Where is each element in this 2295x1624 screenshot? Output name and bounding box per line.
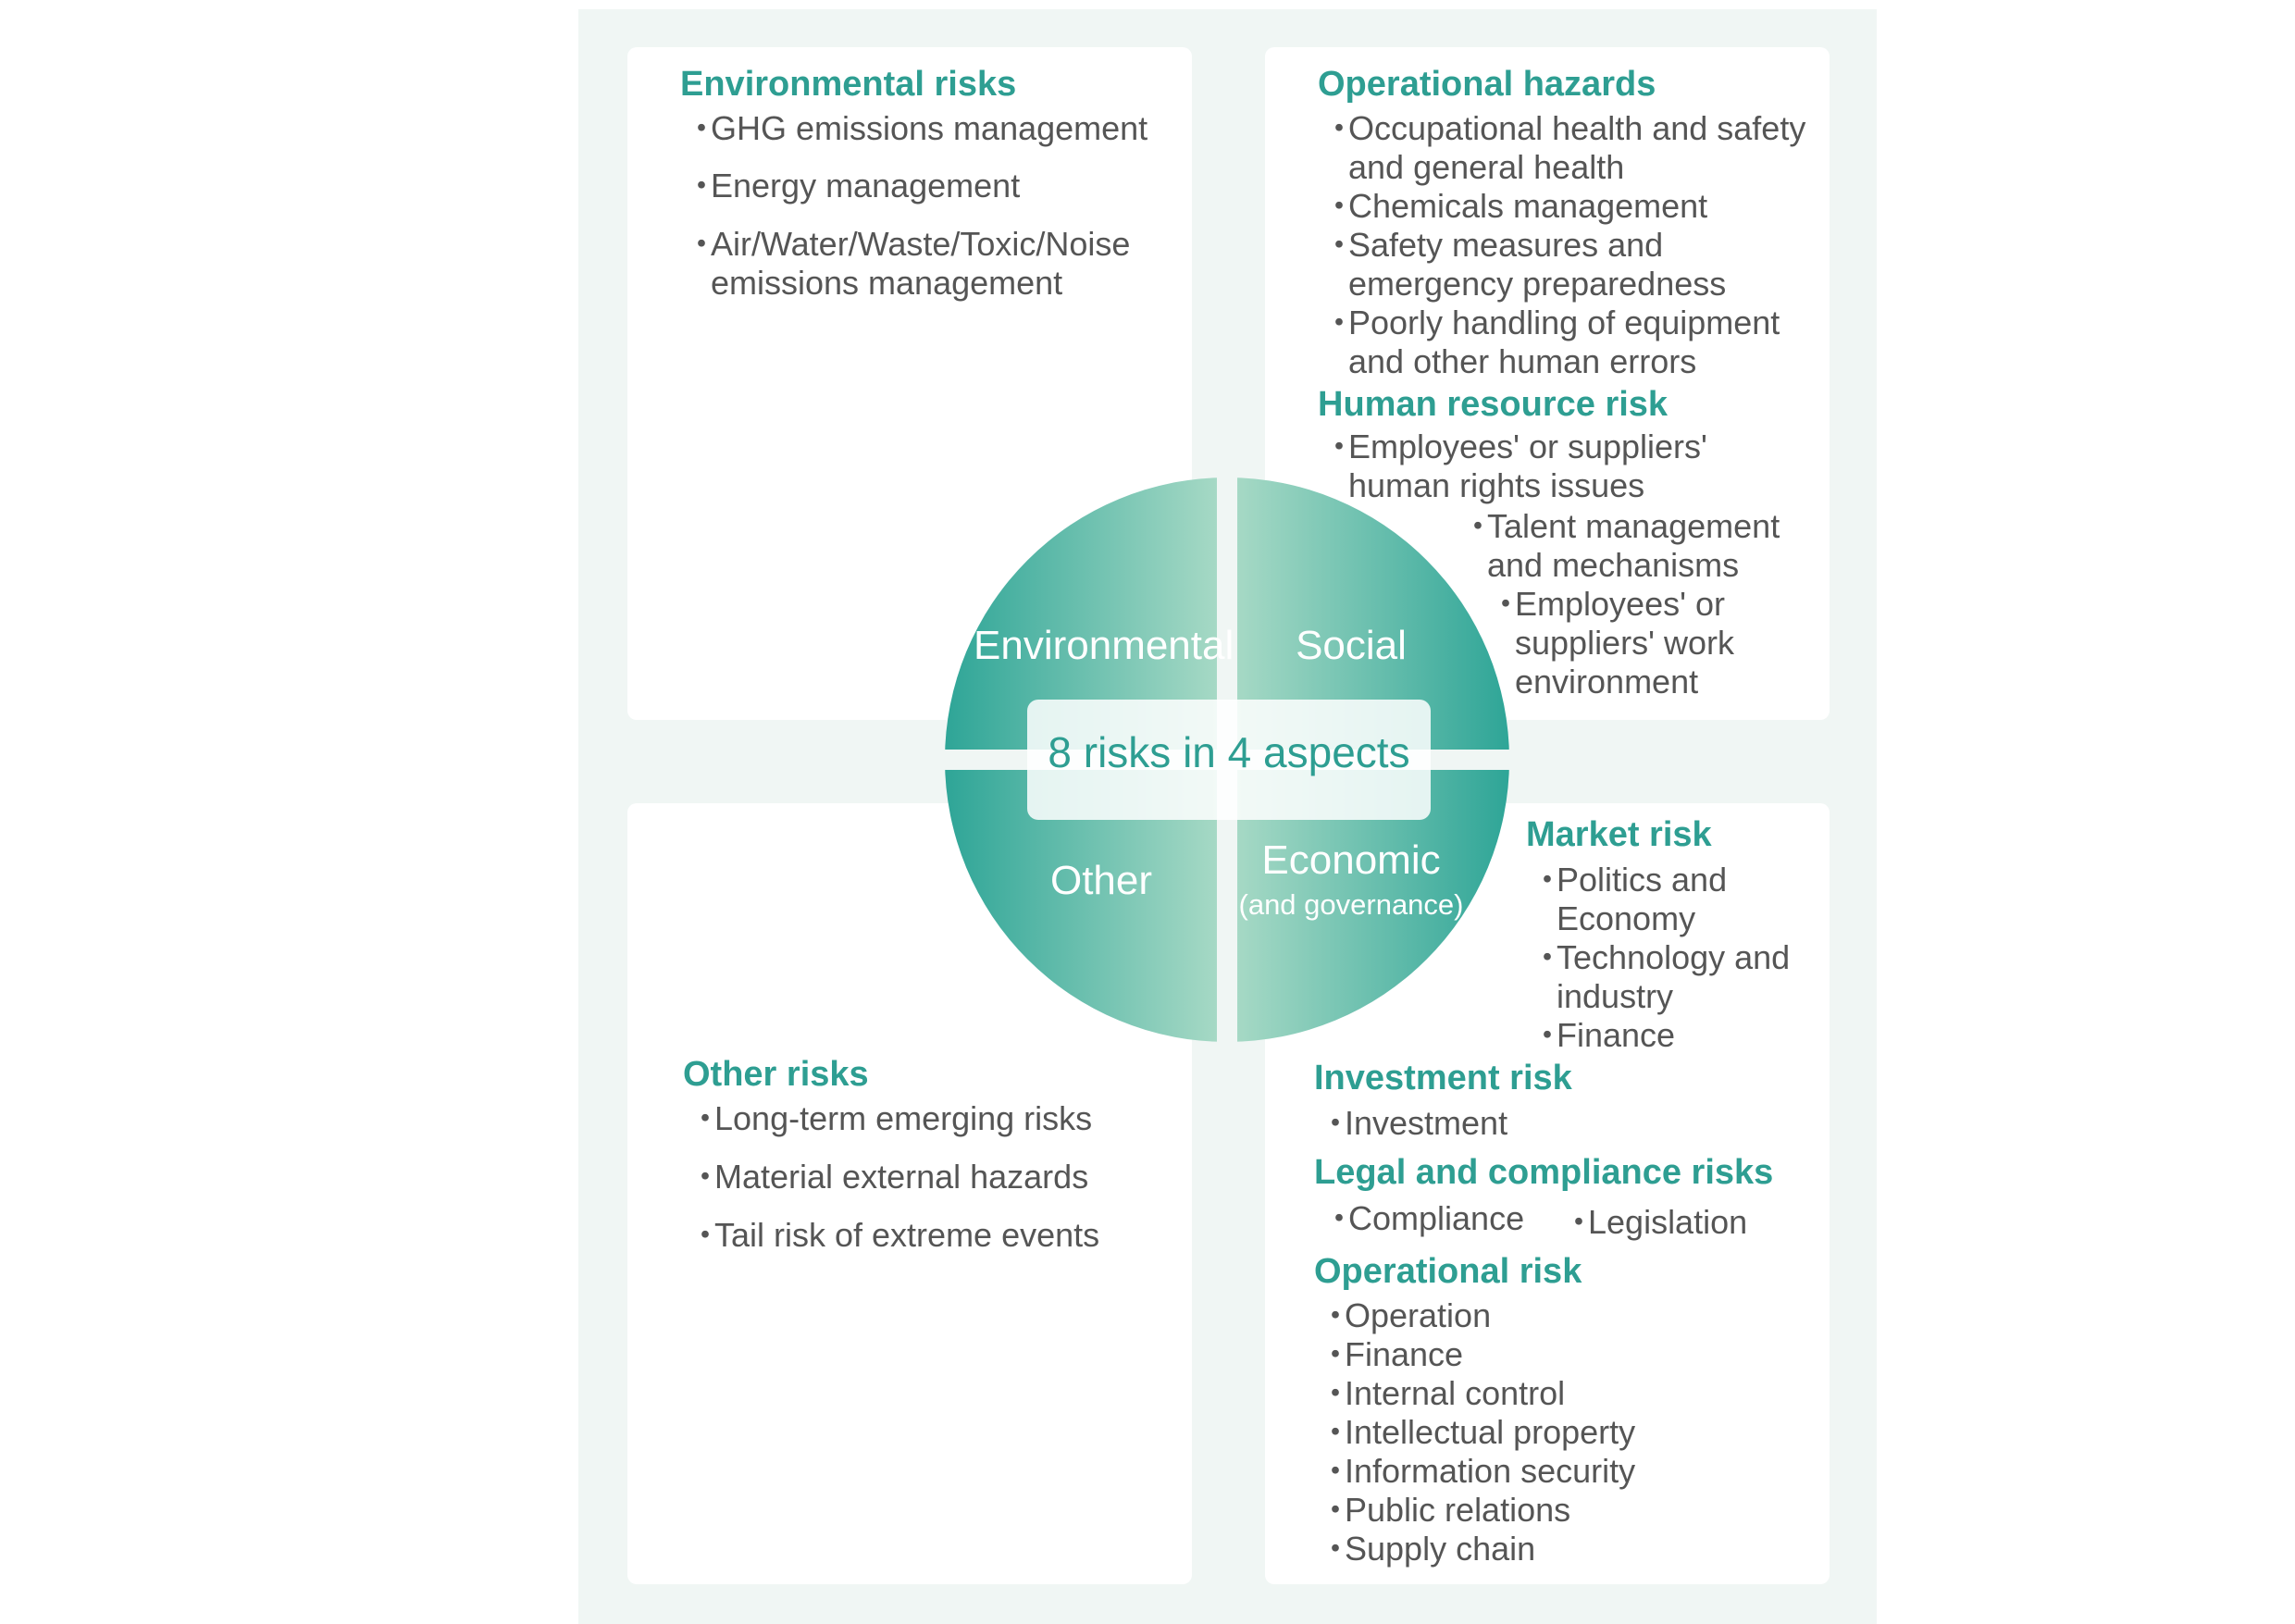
operational-hazards-title: Operational hazards: [1318, 65, 1656, 104]
environmental-segment-label: Environmental: [974, 623, 1234, 668]
list-item: ・Investment: [1319, 1104, 1508, 1142]
list-item: ・Tail risk of extreme events: [688, 1216, 1100, 1254]
human-resource-risk-title: Human resource risk: [1318, 385, 1669, 424]
list-item-continuation: industry: [1557, 977, 1674, 1015]
list-item-continuation: emissions management: [711, 264, 1063, 302]
list-item: ・Occupational health and safety: [1322, 109, 1806, 147]
list-item: ・Material external hazards: [688, 1158, 1089, 1196]
center-box: [1027, 700, 1431, 820]
list-item-continuation: and other human errors: [1348, 342, 1697, 380]
list-item: ・Public relations: [1319, 1491, 1571, 1529]
list-item: ・Energy management: [685, 167, 1021, 205]
economic-segment-label: Economic: [1261, 837, 1441, 883]
list-item: ・Operation: [1319, 1296, 1492, 1334]
other-segment-label: Other: [1049, 858, 1153, 903]
list-item-continuation: environment: [1515, 663, 1699, 700]
legal-compliance-risks-title: Legal and compliance risks: [1314, 1153, 1774, 1192]
list-item: ・Safety measures and: [1322, 226, 1664, 264]
list-item-continuation: suppliers' work: [1515, 624, 1734, 662]
list-item-continuation: Economy: [1557, 899, 1696, 937]
list-item: ・Long-term emerging risks: [688, 1099, 1093, 1137]
list-item-continuation: human rights issues: [1348, 466, 1645, 504]
list-item: ・Legislation: [1562, 1203, 1748, 1241]
economic-segment-sublabel: (and governance): [1238, 888, 1464, 921]
list-item: ・Employees' or suppliers': [1322, 428, 1707, 465]
list-item-continuation: emergency preparedness: [1348, 265, 1727, 303]
list-item: ・Supply chain: [1319, 1530, 1536, 1568]
list-item: ・Finance: [1319, 1335, 1464, 1373]
other-risks-title: Other risks: [683, 1055, 869, 1094]
list-item: ・GHG emissions management: [685, 109, 1148, 147]
list-item: ・Air/Water/Waste/Toxic/Noise: [685, 225, 1131, 263]
investment-risk-title: Investment risk: [1314, 1059, 1572, 1097]
list-item: ・Information security: [1319, 1452, 1636, 1490]
environmental-risks-title: Environmental risks: [680, 65, 1017, 104]
operational-risk-title: Operational risk: [1314, 1252, 1582, 1291]
list-item: ・Poorly handling of equipment: [1322, 304, 1780, 341]
list-item: ・Talent management: [1461, 507, 1780, 545]
list-item: ・Chemicals management: [1322, 187, 1708, 225]
list-item: ・Employees' or: [1489, 585, 1725, 623]
list-item: ・Technology and: [1531, 938, 1791, 976]
list-item: ・Finance: [1531, 1016, 1676, 1054]
list-item: ・Politics and: [1531, 861, 1728, 899]
market-risk-title: Market risk: [1526, 815, 1712, 854]
list-item: ・Internal control: [1319, 1374, 1566, 1412]
list-item: ・Compliance: [1322, 1199, 1525, 1237]
list-item-continuation: and mechanisms: [1487, 546, 1740, 584]
list-item-continuation: and general health: [1348, 148, 1625, 186]
social-segment-label: Social: [1296, 623, 1407, 668]
center-label: 8 risks in 4 aspects: [1048, 728, 1410, 776]
list-item: ・Intellectual property: [1319, 1413, 1636, 1451]
